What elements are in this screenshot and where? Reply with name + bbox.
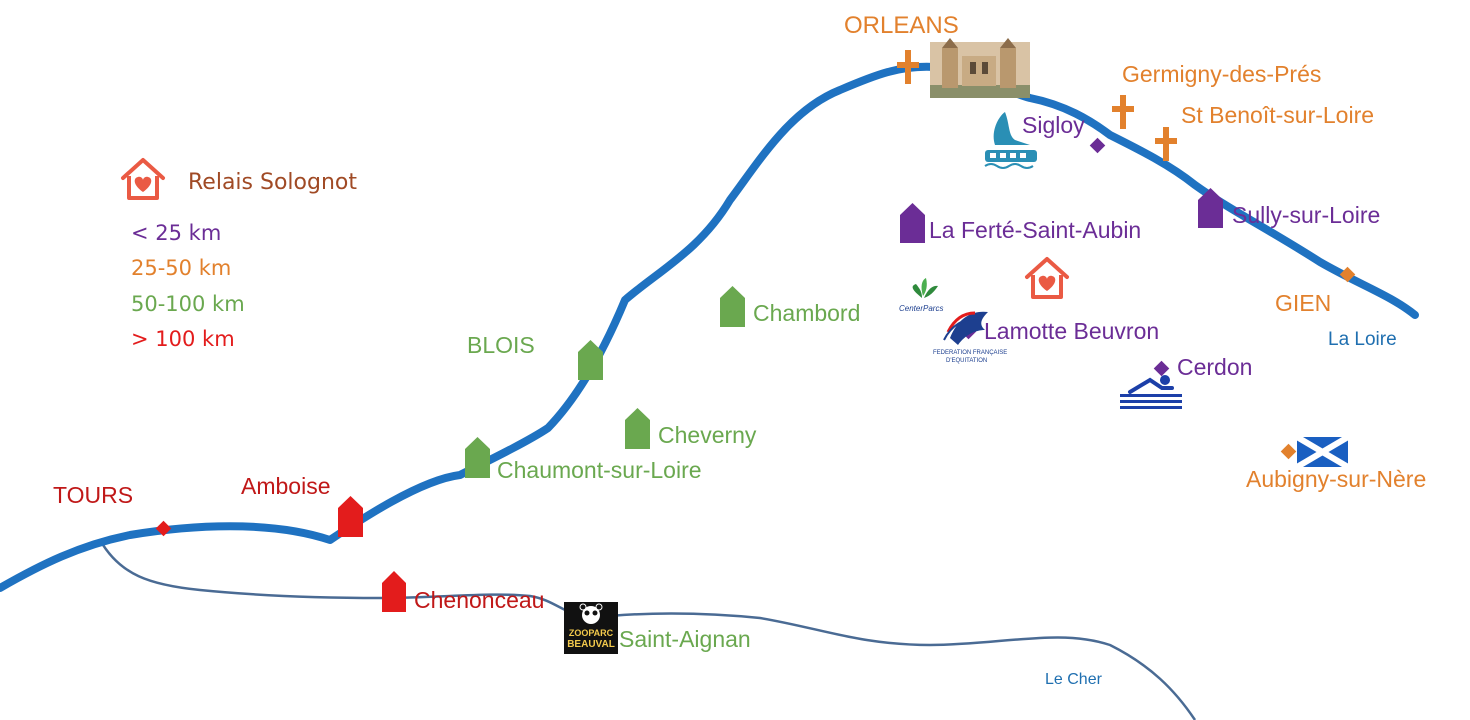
aubigny-diamond-icon xyxy=(1280,443,1297,460)
chaumont-chateau-icon xyxy=(465,437,490,478)
label-ferte: La Ferté-Saint-Aubin xyxy=(929,217,1142,243)
legend-item-50-100: 50-100 km xyxy=(131,292,245,316)
legend-item-25-50: 25-50 km xyxy=(131,256,232,280)
zooparc-beauval-logo xyxy=(564,602,618,654)
loire-river-line xyxy=(0,62,1419,592)
orleans-photo xyxy=(930,38,1030,98)
ffe-logo-line1: FEDERATION FRANÇAISE xyxy=(933,350,1008,356)
label-germigny: Germigny-des-Prés xyxy=(1122,61,1322,87)
center-parcs-logo-text: CenterParcs xyxy=(899,304,944,313)
label-saint-aignan: Saint-Aignan xyxy=(619,626,751,652)
legend-item-under-25: < 25 km xyxy=(131,221,222,245)
zoo-logo-line2: BEAUVAL xyxy=(567,639,615,650)
label-le-cher: Le Cher xyxy=(1045,671,1102,688)
scottish-flag-icon xyxy=(1295,434,1350,470)
label-gien: GIEN xyxy=(1275,290,1332,316)
ffe-logo-line2: D'EQUITATION xyxy=(946,358,988,364)
label-cerdon: Cerdon xyxy=(1177,354,1253,380)
label-chenonceau: Chenonceau xyxy=(414,587,545,613)
label-cheverny: Cheverny xyxy=(658,422,757,448)
label-orleans: ORLEANS xyxy=(844,12,959,39)
cerdon-diamond-icon xyxy=(1153,360,1170,377)
label-la-loire: La Loire xyxy=(1328,329,1397,350)
legend-title: Relais Solognot xyxy=(188,170,357,195)
st-benoit-cross-icon xyxy=(1155,127,1177,161)
orleans-cross-icon xyxy=(897,50,919,84)
sigloy-heron-logo xyxy=(984,112,1037,169)
label-sully: Sully-sur-Loire xyxy=(1232,202,1381,228)
label-lamotte: Lamotte Beuvron xyxy=(984,318,1160,344)
label-sigloy: Sigloy xyxy=(1022,112,1085,138)
sigloy-diamond-icon xyxy=(1089,137,1106,154)
blois-chateau-icon xyxy=(578,340,603,380)
gien-diamond-icon xyxy=(1339,266,1356,283)
label-amboise: Amboise xyxy=(241,473,331,499)
label-tours: TOURS xyxy=(53,482,134,508)
chambord-chateau-icon xyxy=(720,286,745,327)
label-st-benoit: St Benoît-sur-Loire xyxy=(1181,102,1375,128)
relais-house-heart-icon xyxy=(1025,257,1069,299)
cheverny-chateau-icon xyxy=(625,408,650,449)
house-heart-icon xyxy=(121,158,165,200)
amboise-chateau-icon xyxy=(338,496,363,537)
zoo-logo-line1: ZOOPARC xyxy=(568,628,614,638)
label-chambord: Chambord xyxy=(753,300,861,326)
germigny-cross-icon xyxy=(1112,95,1134,129)
tours-diamond-icon xyxy=(155,520,172,537)
label-chaumont: Chaumont-sur-Loire xyxy=(497,457,702,483)
sully-chateau-icon xyxy=(1198,188,1223,228)
legend-item-over-100: > 100 km xyxy=(131,327,235,351)
chenonceau-chateau-icon xyxy=(382,571,406,612)
label-aubigny: Aubigny-sur-Nère xyxy=(1246,466,1427,492)
ffe-horse-logo xyxy=(943,311,988,345)
label-blois: BLOIS xyxy=(467,332,535,358)
ferte-chateau-icon xyxy=(900,203,925,243)
cerdon-swimmer-icon xyxy=(1120,375,1182,409)
center-parcs-leaf-icon xyxy=(912,278,938,298)
